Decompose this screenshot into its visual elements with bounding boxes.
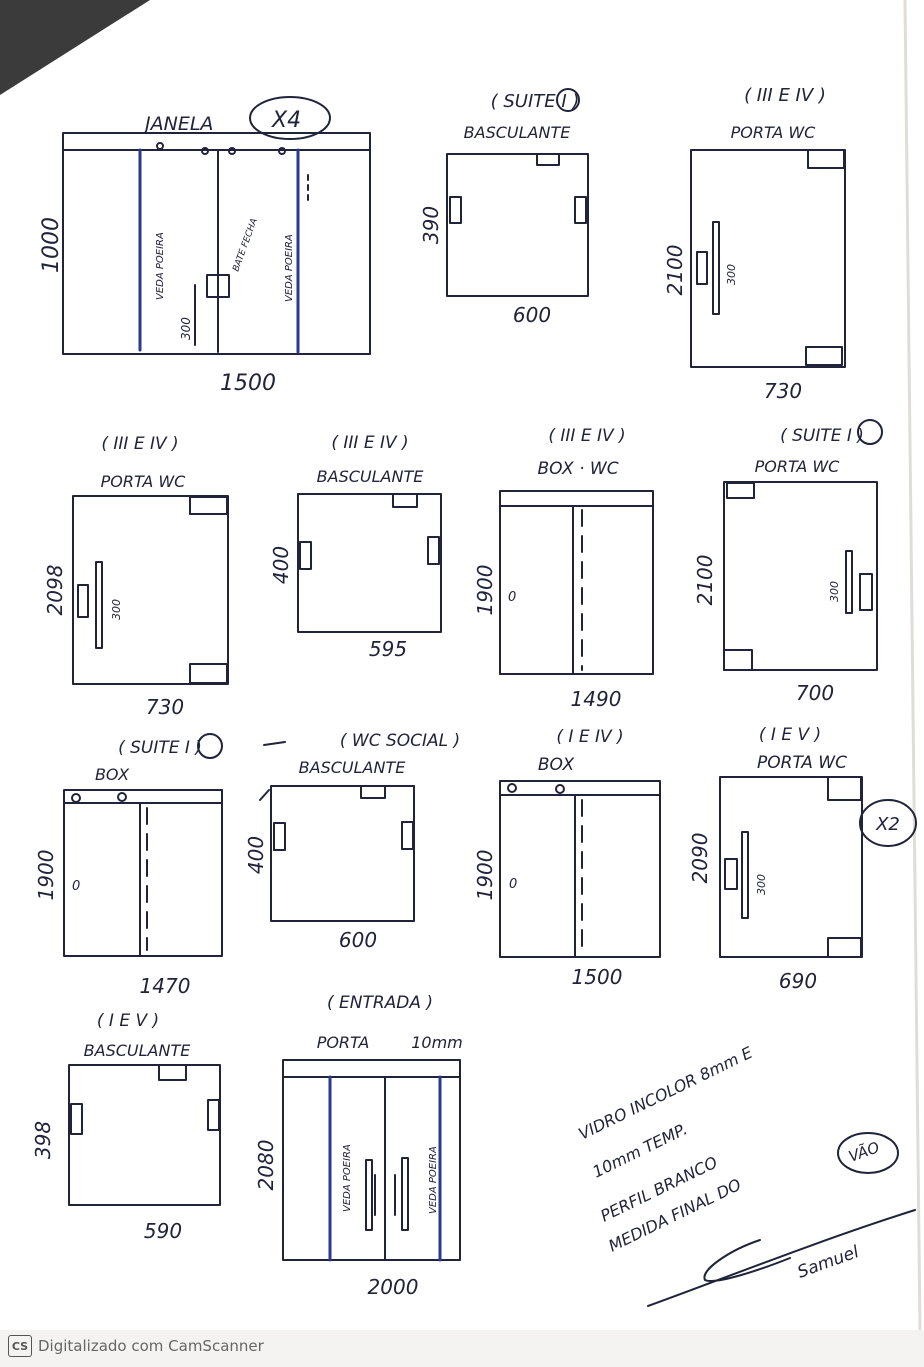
janela-height: 1000 [39, 217, 64, 273]
porta3-width: 700 [796, 681, 834, 705]
basculante-3-drawing [259, 741, 415, 922]
basc1-group: ( SUITE I ) [491, 91, 580, 112]
porta3-handle: 300 [828, 581, 841, 602]
porta4-group: ( I E V ) [759, 725, 821, 745]
camscanner-logo-icon: CS [8, 1335, 32, 1357]
porta-wc-2-drawing [72, 495, 229, 685]
box1-group: ( III E IV ) [548, 426, 625, 446]
box3-width: 1500 [572, 965, 623, 989]
box1-width: 1490 [571, 687, 622, 711]
entrada-type: PORTA [317, 1033, 370, 1052]
basc4-type: BASCULANTE [84, 1041, 192, 1060]
box3-height: 1900 [473, 850, 497, 901]
basc3-type: BASCULANTE [299, 758, 407, 777]
box1-mark: 0 [508, 590, 516, 605]
box1-type: BOX · WC [537, 459, 618, 479]
porta4-type: PORTA WC [757, 753, 847, 773]
porta3-type: PORTA WC [755, 457, 841, 476]
basculante-2-drawing [297, 493, 442, 633]
basc3-width: 600 [339, 928, 377, 952]
box2-width: 1470 [140, 974, 191, 998]
porta-wc-1-drawing [690, 149, 846, 368]
porta2-width: 730 [146, 695, 184, 719]
basculante-4-drawing [68, 1064, 221, 1206]
box1-height: 1900 [473, 565, 497, 616]
footer-text: Digitalizado com CamScanner [38, 1337, 264, 1355]
porta4-handle: 300 [755, 874, 768, 895]
box3-mark: 0 [509, 877, 517, 892]
basc4-height: 398 [31, 1121, 55, 1159]
porta2-height: 2098 [43, 565, 67, 616]
porta-entrada-drawing [282, 1059, 461, 1262]
box-3-drawing [499, 780, 661, 958]
basc3-height: 400 [244, 836, 268, 874]
entrada-width: 2000 [368, 1275, 419, 1299]
porta-wc-3-drawing [723, 419, 883, 671]
porta1-width: 730 [764, 379, 802, 403]
box2-mark: 0 [72, 879, 80, 894]
basc2-type: BASCULANTE [317, 467, 425, 486]
box3-group: ( I E IV ) [556, 727, 623, 747]
porta4-width: 690 [779, 969, 817, 993]
box-2-drawing [63, 733, 223, 957]
porta1-type: PORTA WC [731, 123, 817, 142]
entrada-label-left: VEDA POEIRA [342, 1144, 353, 1212]
vao-circle [837, 1132, 899, 1174]
box-1-drawing [499, 490, 654, 675]
entrada-thickness: 10mm [411, 1033, 463, 1052]
basc2-group: ( III E IV ) [331, 433, 408, 453]
janela-title: JANELA [141, 113, 213, 135]
porta3-group: ( SUITE I ) [780, 426, 864, 446]
porta1-handle: 300 [725, 264, 738, 285]
janela-window-drawing [62, 96, 371, 355]
janela-handle: 300 [179, 317, 193, 340]
entrada-height: 2080 [254, 1140, 278, 1191]
basc1-type: BASCULANTE [464, 123, 572, 142]
basculante-1-drawing [446, 88, 589, 297]
janela-qty: X4 [271, 108, 301, 133]
basc1-width: 600 [513, 303, 551, 327]
basc1-height: 390 [419, 206, 443, 244]
porta2-group: ( III E IV ) [101, 434, 178, 454]
basc3-group: ( WC SOCIAL ) [340, 731, 460, 751]
camscanner-footer: CS Digitalizado com CamScanner [8, 1334, 264, 1358]
janela-label-left: VEDA POEIRA [155, 232, 166, 300]
box2-type: BOX [95, 765, 130, 784]
entrada-group: ( ENTRADA ) [327, 993, 433, 1013]
box2-height: 1900 [34, 850, 58, 901]
box2-group: ( SUITE I ) [118, 738, 202, 758]
basc4-width: 590 [144, 1219, 182, 1243]
porta4-qty: X2 [875, 814, 900, 835]
basc2-width: 595 [369, 637, 407, 661]
porta3-height: 2100 [693, 555, 717, 606]
porta1-height: 2100 [663, 245, 687, 296]
box3-type: BOX [538, 755, 575, 775]
entrada-label-right: VEDA POEIRA [428, 1146, 439, 1214]
janela-label-right: VEDA POEIRA [284, 234, 295, 302]
porta2-handle: 300 [110, 599, 123, 620]
janela-width: 1500 [220, 371, 276, 396]
porta-wc-4-drawing [719, 776, 917, 958]
signature-flourish [703, 1239, 791, 1282]
basc2-height: 400 [269, 546, 293, 584]
basc4-group: ( I E V ) [97, 1011, 159, 1031]
porta1-group: ( III E IV ) [744, 85, 826, 106]
porta2-type: PORTA WC [101, 472, 187, 491]
porta4-height: 2090 [688, 833, 712, 884]
notes-underline [647, 1209, 916, 1307]
